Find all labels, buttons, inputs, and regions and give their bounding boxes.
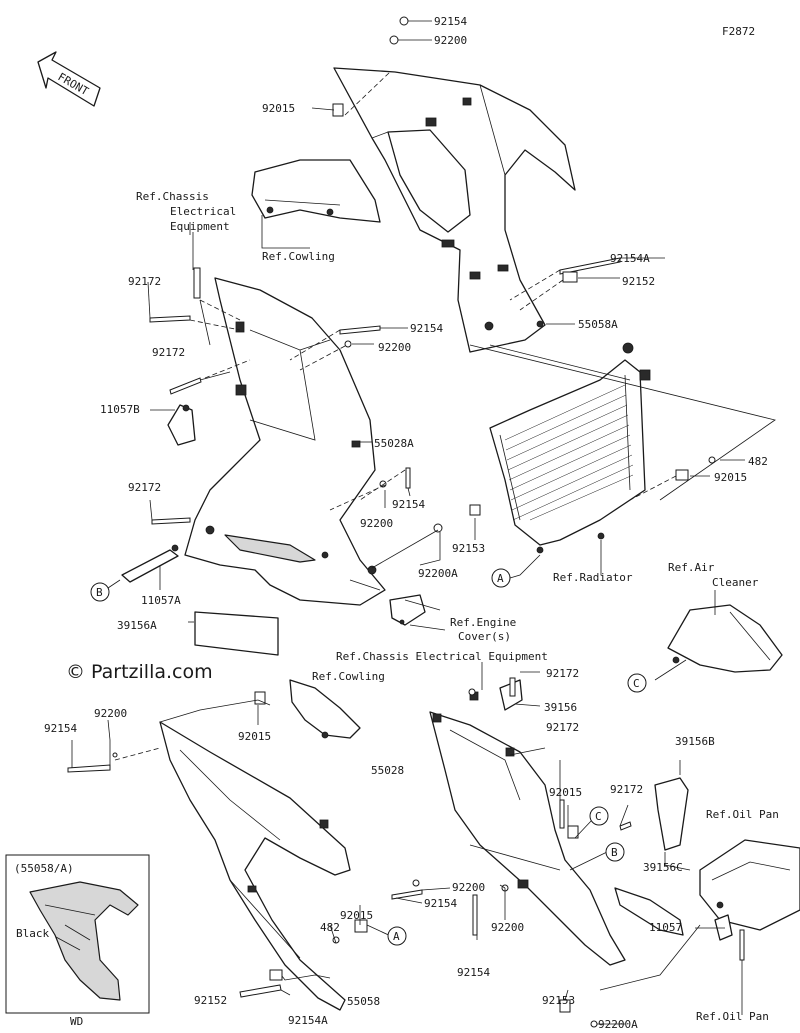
label-39156C: 39156C [643, 861, 683, 874]
label-92200-b: 92200 [378, 341, 411, 354]
label-ref-oil-pan-2: Ref.Oil Pan [696, 1010, 769, 1023]
label-39156B: 39156B [675, 735, 715, 748]
label-92172-b: 92172 [152, 346, 185, 359]
marker-B-2: B [611, 846, 618, 859]
label-92015-d: 92015 [549, 786, 582, 799]
ref-marker-A-1: A [491, 568, 511, 588]
label-ref-radiator: Ref.Radiator [553, 571, 633, 584]
label-92154-c: 92154 [392, 498, 425, 511]
label-39156: 39156 [544, 701, 577, 714]
label-92154A-a: 92154A [610, 252, 650, 265]
radiator-shroud [489, 342, 651, 554]
marker-B-1: B [96, 586, 103, 599]
inset-color-label: Black [16, 927, 49, 940]
fasteners [67, 16, 745, 1028]
label-39156A: 39156A [117, 619, 157, 632]
label-11057B: 11057B [100, 403, 140, 416]
label-92015-c: 92015 [238, 730, 271, 743]
label-92200-c: 92200 [360, 517, 393, 530]
bracket-11057B [167, 404, 196, 446]
label-92153-b: 92153 [542, 994, 575, 1007]
label-55028: 55028 [371, 764, 404, 777]
label-ref-engine-2: Cover(s) [458, 630, 511, 643]
label-ref-cowling-a: Ref.Cowling [262, 250, 335, 263]
lower-side-fairing [159, 721, 351, 1011]
marker-A-2: A [393, 930, 400, 943]
label-92172-d: 92172 [546, 667, 579, 680]
ref-marker-C-1: C [627, 673, 647, 693]
label-92015-e: 92015 [340, 909, 373, 922]
label-92200-e: 92200 [452, 881, 485, 894]
engine-cover-bracket [389, 594, 426, 626]
middle-side-fairing [184, 277, 386, 606]
label-482-b: 482 [320, 921, 340, 934]
label-ref-cowling-b: Ref.Cowling [312, 670, 385, 683]
label-92154-d: 92154 [44, 722, 77, 735]
label-92172-a: 92172 [128, 275, 161, 288]
ref-marker-B-1: B [90, 582, 110, 602]
front-direction-arrow: FRONT [37, 51, 101, 107]
radiator-core [504, 384, 634, 521]
label-ref-air-2: Cleaner [712, 576, 759, 589]
label-ref-oil-pan-1: Ref.Oil Pan [706, 808, 779, 821]
ref-marker-B-2: B [605, 842, 625, 862]
label-55028A: 55028A [374, 437, 414, 450]
inset-title: (55058/A) [14, 862, 74, 875]
cowling-bracket-upper [251, 159, 381, 223]
figure-code: F2872 [722, 25, 755, 38]
copyright-watermark: © Partzilla.com [66, 661, 213, 683]
label-92154-e: 92154 [424, 897, 457, 910]
label-ref-chassis-long: Ref.Chassis Electrical Equipment [336, 650, 548, 663]
label-11057A: 11057A [141, 594, 181, 607]
label-92015-b: 92015 [714, 471, 747, 484]
label-92172-f: 92172 [610, 783, 643, 796]
label-92172-c: 92172 [128, 481, 161, 494]
label-92200-top: 92200 [434, 34, 467, 47]
upper-front-fairing [333, 67, 576, 353]
label-92015-a: 92015 [262, 102, 295, 115]
ref-marker-C-2: C [589, 806, 609, 826]
label-ref-engine-1: Ref.Engine [450, 616, 516, 629]
ref-marker-A-2: A [387, 926, 407, 946]
pad-39156B [654, 777, 689, 851]
label-92154-f: 92154 [457, 966, 490, 979]
label-92154A-b: 92154A [288, 1014, 328, 1027]
pad-39156C [614, 887, 684, 936]
part-labels: 92154 92200 92015 Ref.Chassis Electrical… [44, 15, 779, 1031]
label-92200A-a: 92200A [418, 567, 458, 580]
label-92154-top: 92154 [434, 15, 467, 28]
label-11057: 11057 [649, 921, 682, 934]
label-ref-chassis-3: Equipment [170, 220, 230, 233]
label-ref-air-1: Ref.Air [668, 561, 715, 574]
label-92152-b: 92152 [194, 994, 227, 1007]
label-92172-e: 92172 [546, 721, 579, 734]
lower-center-fairing [429, 691, 626, 966]
oil-pan [699, 839, 800, 931]
label-92200A-b: 92200A [598, 1018, 638, 1031]
label-ref-chassis-1: Ref.Chassis [136, 190, 209, 203]
label-92200-f: 92200 [491, 921, 524, 934]
marker-C-2: C [595, 810, 602, 823]
color-inset-box: (55058/A) Black WD [5, 854, 150, 1028]
air-cleaner-cover [667, 604, 783, 673]
label-482-a: 482 [748, 455, 768, 468]
bracket-11057A [121, 544, 179, 583]
marker-C-1: C [633, 677, 640, 690]
label-92153-a: 92153 [452, 542, 485, 555]
label-92200-d: 92200 [94, 707, 127, 720]
label-55058A: 55058A [578, 318, 618, 331]
label-ref-chassis-2: Electrical [170, 205, 236, 218]
bracket-11057 [714, 914, 733, 941]
leader-lines [71, 20, 776, 1025]
label-92154-b: 92154 [410, 322, 443, 335]
marker-A-1: A [497, 572, 504, 585]
label-92152-a: 92152 [622, 275, 655, 288]
inset-footer: WD [70, 1015, 83, 1028]
label-55058: 55058 [347, 995, 380, 1008]
pad-39156A [194, 611, 279, 656]
cowling-bracket-lower [289, 679, 361, 739]
